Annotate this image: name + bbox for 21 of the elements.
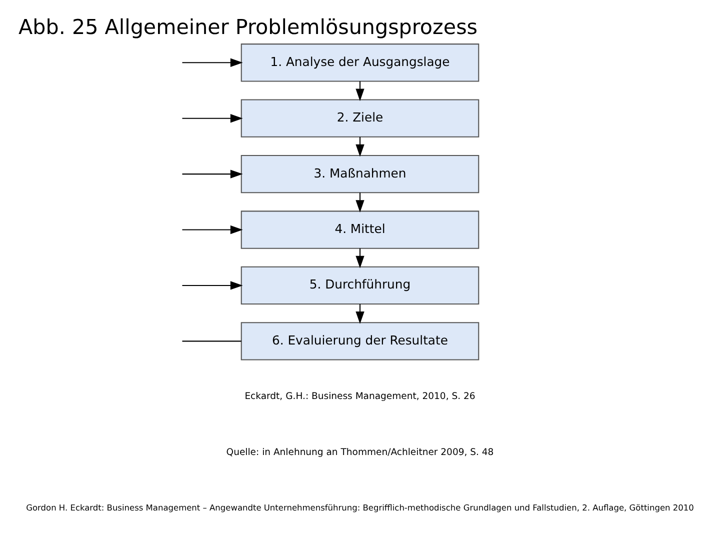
arrow [182, 281, 243, 290]
node-box: 6. Evaluierung der Resultate [240, 322, 480, 360]
arrow [356, 136, 364, 157]
node-box: 2. Ziele [240, 99, 480, 138]
arrow [356, 192, 364, 212]
label: Gordon H. Eckardt: Business Management – Angewandte Unternehmensführung: Begrifflich-methodische Grundlagen und Fallstudien, 2. Auflage, Göttingen 2010 [26, 502, 694, 512]
label: Quelle: in Anlehnung an Thommen/Achleitner 2009, S. 48 [226, 446, 494, 458]
node-box: 5. Durchführung [240, 266, 480, 305]
arrow [182, 225, 243, 234]
arrow [182, 58, 243, 67]
node-box: 4. Mittel [240, 210, 480, 249]
diagram-title: Abb. 25 Allgemeiner Problemlösungsprozess [18, 14, 478, 39]
arrow [356, 248, 364, 268]
node-box: 3. Maßnahmen [240, 154, 480, 194]
arrow [182, 114, 243, 123]
label: Eckardt, G.H.: Business Management, 2010, S. 26 [244, 391, 476, 402]
arrow [356, 304, 364, 324]
arrow [182, 170, 243, 178]
node-box: 1. Analyse der Ausgangslage [240, 44, 480, 82]
arrow [356, 81, 364, 102]
connector [182, 340, 242, 342]
